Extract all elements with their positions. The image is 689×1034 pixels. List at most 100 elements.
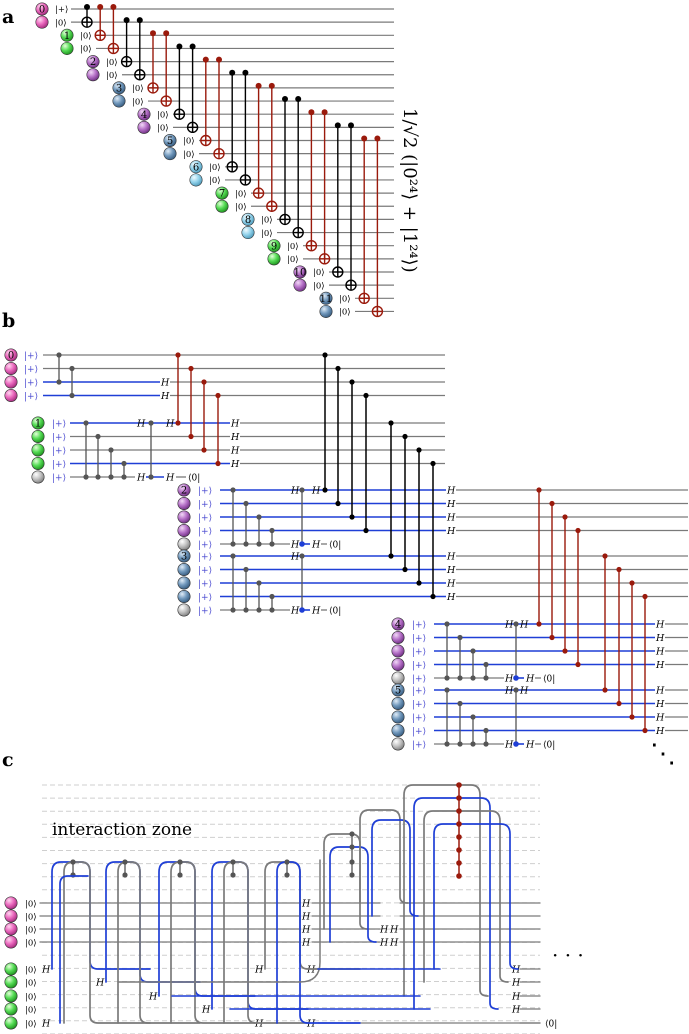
control-dot bbox=[269, 541, 275, 547]
hadamard-label: H bbox=[230, 459, 240, 470]
ket-label: |0⟩ bbox=[313, 281, 325, 291]
cnot-control-dot bbox=[242, 69, 249, 76]
ket-label: |0⟩ bbox=[25, 965, 37, 975]
cnot-control-dot bbox=[282, 96, 288, 103]
hadamard-label: H bbox=[446, 526, 456, 537]
ket-plus-label: |+⟩ bbox=[412, 674, 426, 684]
ket-label: |0⟩ bbox=[25, 925, 37, 935]
ket-plus-label: |+⟩ bbox=[52, 473, 66, 483]
cnot-target-icon-red bbox=[200, 134, 212, 147]
control-dot bbox=[562, 514, 568, 520]
hadamard-label: H bbox=[504, 619, 514, 630]
shuttle-path-grey bbox=[423, 810, 509, 983]
atom-icon bbox=[4, 388, 18, 402]
ket-label: |0⟩ bbox=[25, 1005, 37, 1015]
cnot-target-icon-red bbox=[213, 147, 225, 160]
control-dot bbox=[121, 460, 127, 467]
measure-label: ⟨0| bbox=[329, 606, 341, 616]
atom-icon bbox=[31, 443, 45, 457]
hadamard-label: H bbox=[201, 1004, 211, 1015]
qubit-id-label: 3 bbox=[116, 84, 122, 95]
cnot-target-icon bbox=[134, 69, 146, 81]
hadamard-label: H bbox=[446, 499, 456, 510]
hadamard-label: H bbox=[290, 485, 300, 496]
qubit-id-label: 3 bbox=[181, 552, 187, 563]
ket-plus-label: |+⟩ bbox=[412, 700, 426, 710]
qubit-id-label: 10 bbox=[294, 268, 307, 279]
hadamard-label: H bbox=[504, 685, 514, 696]
control-dot bbox=[188, 433, 194, 440]
control-dot bbox=[602, 553, 608, 559]
qubit-id-label: 5 bbox=[395, 686, 401, 697]
control-dot bbox=[299, 487, 305, 493]
atom-icon-4 bbox=[391, 617, 405, 631]
control-dot bbox=[536, 621, 542, 627]
cnot-control-dot bbox=[123, 17, 130, 24]
hadamard-label: H bbox=[301, 937, 311, 948]
ket-label: |0⟩ bbox=[25, 899, 37, 909]
qubit-id-label: 1 bbox=[64, 31, 70, 42]
measure-label: ⟨0| bbox=[329, 540, 341, 550]
ket-label: |0⟩ bbox=[80, 45, 92, 55]
control-dot bbox=[629, 714, 635, 720]
hadamard-label: H bbox=[655, 619, 665, 630]
atom-icon bbox=[391, 696, 405, 710]
control-dot bbox=[470, 714, 476, 720]
shuttle-path-blue bbox=[59, 875, 89, 1024]
control-dot bbox=[201, 447, 207, 453]
control-dot bbox=[243, 541, 249, 547]
control-dot bbox=[549, 500, 555, 507]
atom-icon bbox=[112, 94, 126, 108]
hadamard-label: H bbox=[311, 485, 321, 496]
atom-icon-7 bbox=[215, 186, 229, 200]
hadamard-label: H bbox=[655, 633, 665, 644]
atom-icon-0 bbox=[35, 2, 49, 16]
ket-plus-label: |+⟩ bbox=[198, 552, 212, 562]
control-dot bbox=[269, 593, 275, 600]
cnot-target-icon-red bbox=[252, 187, 265, 199]
hadamard-label: H bbox=[446, 485, 456, 496]
atom-icon-9 bbox=[267, 239, 281, 253]
control-dot bbox=[256, 580, 262, 586]
cnot-target-icon bbox=[173, 108, 186, 120]
shuttle-path-blue bbox=[371, 819, 419, 917]
cnot-control-dot bbox=[189, 43, 196, 50]
qubit-id-label: 7 bbox=[219, 189, 225, 200]
ket-label: |0⟩ bbox=[261, 229, 273, 239]
cnot-target-icon-red bbox=[266, 200, 278, 212]
hadamard-label: H bbox=[446, 565, 456, 576]
control-dot bbox=[444, 687, 450, 693]
ket-label: |0⟩ bbox=[183, 137, 195, 147]
control-dot bbox=[402, 433, 408, 440]
ket-label: |0⟩ bbox=[235, 202, 247, 212]
shuttle-path-blue bbox=[433, 823, 519, 970]
cnot-control-dot bbox=[176, 43, 183, 50]
ket-label: |0⟩ bbox=[157, 110, 169, 120]
control-dot bbox=[602, 687, 608, 693]
cnot-target-icon-red bbox=[160, 95, 172, 107]
control-dot bbox=[83, 474, 89, 480]
control-dot bbox=[215, 392, 221, 399]
atom-icon bbox=[4, 1002, 18, 1016]
qubit-id-label: 4 bbox=[141, 110, 147, 121]
control-dot bbox=[56, 352, 62, 358]
panel-a-ghz-circuit: 0|+⟩|0⟩1|0⟩|0⟩2|0⟩|0⟩3|0⟩|0⟩4|0⟩|0⟩5|0⟩|… bbox=[35, 2, 394, 318]
hadamard-label: H bbox=[148, 991, 158, 1002]
atom-icon bbox=[4, 989, 18, 1003]
control-dot bbox=[536, 487, 542, 493]
atom-icon-3 bbox=[177, 549, 191, 563]
control-dot bbox=[416, 580, 422, 586]
ket-plus-label: |+⟩ bbox=[52, 419, 66, 429]
cnot-target-icon bbox=[345, 279, 357, 291]
control-dot bbox=[363, 392, 369, 399]
ket-plus-label: |+⟩ bbox=[24, 351, 38, 361]
cnot-target-icon bbox=[292, 226, 304, 239]
control-dot bbox=[230, 541, 236, 547]
cnot-control-dot bbox=[202, 56, 209, 63]
atom-icon bbox=[267, 252, 281, 266]
ket-plus-label: |+⟩ bbox=[198, 527, 212, 537]
shuttle-path-grey bbox=[403, 784, 489, 997]
atom-icon bbox=[60, 41, 74, 55]
control-dot bbox=[549, 634, 555, 641]
hadamard-label: H bbox=[301, 911, 311, 922]
